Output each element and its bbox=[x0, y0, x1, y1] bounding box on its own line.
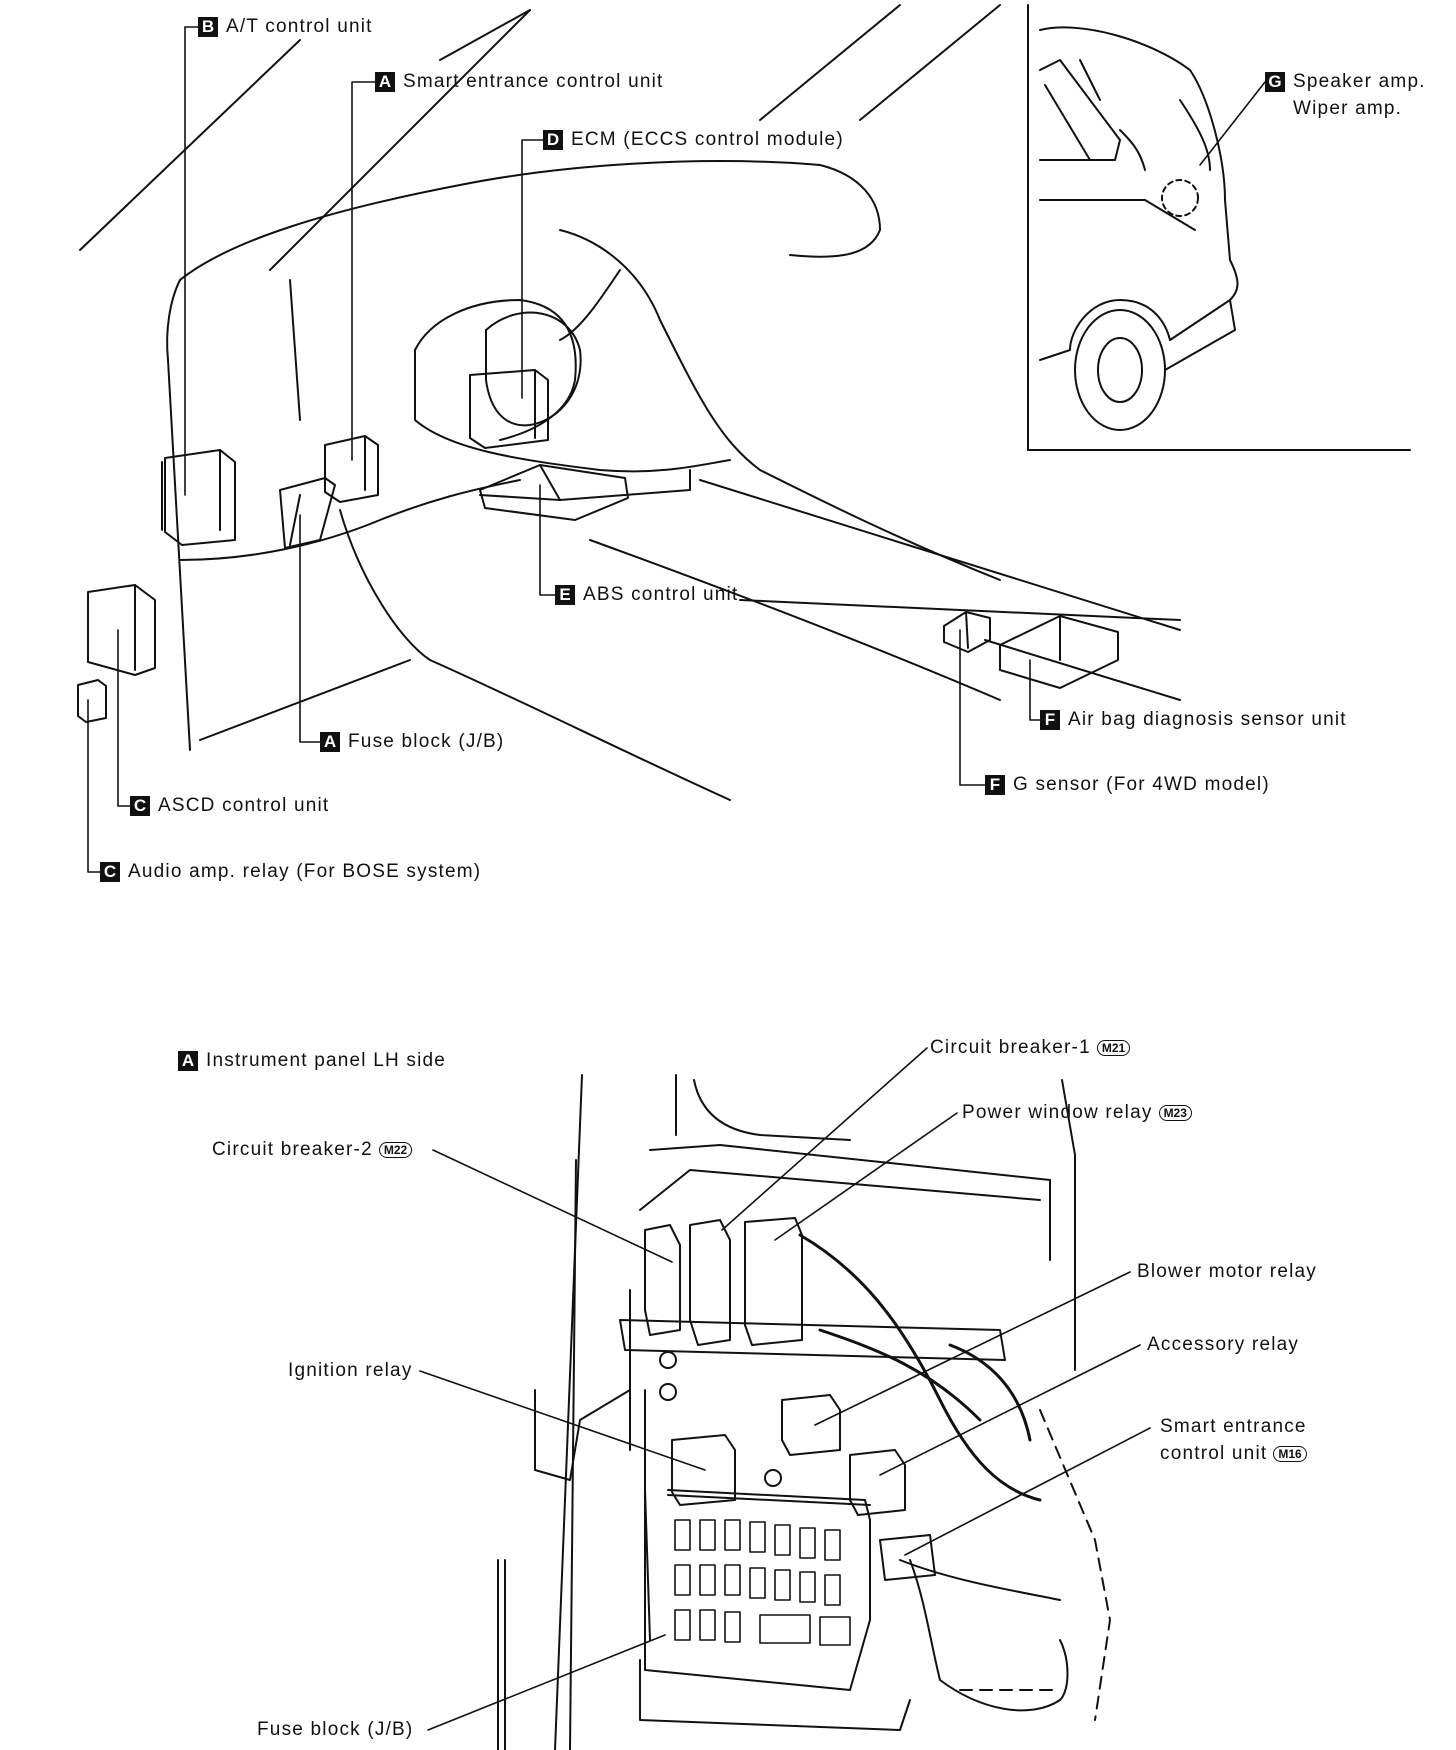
label-fuse-block-bottom: Fuse block (J/B) bbox=[257, 1719, 414, 1740]
connector-badge: M22 bbox=[378, 1142, 413, 1158]
location-badge-b: B bbox=[198, 17, 218, 37]
location-badge-g: G bbox=[1265, 72, 1285, 92]
bottom-leader-lines bbox=[419, 1047, 1151, 1731]
fuse-block-illustration bbox=[497, 1074, 1111, 1750]
label-accessory-relay: Accessory relay bbox=[1147, 1334, 1300, 1355]
label-blower-motor-relay: Blower motor relay bbox=[1137, 1261, 1317, 1282]
label-wiper-amp: Wiper amp. bbox=[1293, 98, 1403, 119]
label-ignition-relay: Ignition relay bbox=[288, 1360, 413, 1381]
connector-badge: M16 bbox=[1273, 1446, 1307, 1462]
location-badge-e: E bbox=[555, 585, 575, 605]
vehicle-side-inset bbox=[1027, 4, 1411, 451]
location-badge-f: F bbox=[1040, 710, 1060, 730]
label-smart-entrance-line1: Smart entrance bbox=[1160, 1416, 1307, 1437]
connector-badge: M23 bbox=[1158, 1105, 1192, 1121]
location-badge-f: F bbox=[985, 775, 1005, 795]
location-badge-c: C bbox=[130, 796, 150, 816]
location-badge-a: A bbox=[375, 72, 395, 92]
location-badge-c: C bbox=[100, 862, 120, 882]
location-badge-a: A bbox=[178, 1051, 198, 1071]
top-leader-lines bbox=[87, 26, 1266, 873]
connector-badge: M21 bbox=[1096, 1040, 1131, 1056]
dashboard-outline bbox=[79, 4, 1181, 801]
location-badge-d: D bbox=[543, 130, 563, 150]
component-boxes bbox=[77, 369, 1119, 723]
location-badge-a: A bbox=[320, 732, 340, 752]
